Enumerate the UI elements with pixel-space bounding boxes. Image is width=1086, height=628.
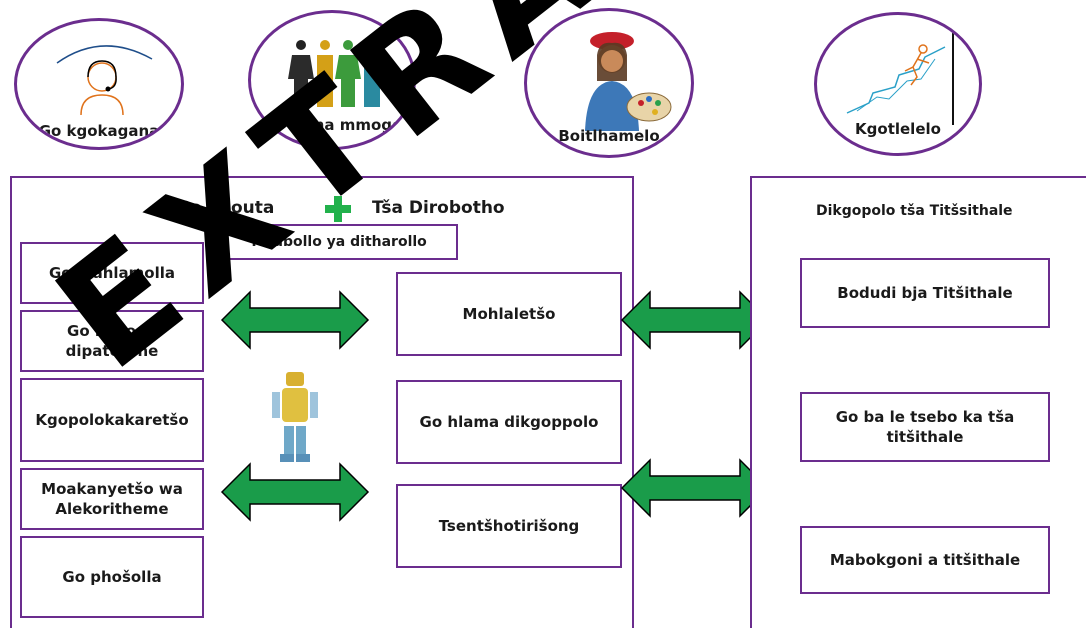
digital-item-skills: Mabokgoni a titšithale	[800, 526, 1050, 594]
panel-heading-digital: Dikgopolo tša Titšsithale	[816, 203, 1013, 219]
solution-development-box: Tlhabollo ya ditharollo	[218, 224, 458, 260]
digital-item-literacy: Go ba le tsebo ka tša titšithale	[800, 392, 1050, 462]
skill-communication: Go kgokagana	[14, 18, 184, 150]
headset-person-icon	[56, 45, 153, 116]
skill-label: Kgotlelelo	[855, 120, 941, 138]
robot-icon	[272, 372, 318, 462]
climber-icon	[846, 33, 954, 125]
double-arrow-icon	[620, 458, 770, 518]
right-item-design-ideas: Go hlama dikgoppolo	[396, 380, 622, 464]
double-arrow-icon	[620, 290, 770, 350]
skill-creativity: Boitlhamelo	[524, 8, 694, 158]
right-item-sequencing: Mohlaletšo	[396, 272, 622, 356]
double-arrow-icon	[220, 290, 370, 350]
left-item-algorithm-design: Moakanyetšo wa Alekoritheme	[20, 468, 204, 530]
skill-perseverance: Kgotlelelo	[814, 12, 982, 156]
left-item-decomposition: Go hlahlamolla	[20, 242, 204, 304]
painter-icon	[585, 32, 672, 131]
panel-heading-coding: Go khouta	[176, 198, 275, 218]
panel-heading-robotics: Tša Dirobotho	[372, 198, 505, 218]
plus-icon	[325, 196, 351, 222]
team-people-icon	[288, 40, 380, 107]
skill-label: Go kgokagana	[38, 122, 160, 140]
skill-collaboration: Go šoma mmogo	[248, 10, 416, 150]
left-item-pattern-recognition: Go lemoga dipaterone	[20, 310, 204, 372]
right-item-implementation: Tsentšhotirišong	[396, 484, 622, 568]
double-arrow-icon	[220, 462, 370, 522]
digital-item-citizenship: Bodudi bja Titšithale	[800, 258, 1050, 328]
left-item-abstraction: Kgopolokakaretšo	[20, 378, 204, 462]
skill-label: Boitlhamelo	[558, 127, 660, 145]
skill-label: Go šoma mmogo	[261, 116, 403, 134]
left-item-debugging: Go phošolla	[20, 536, 204, 618]
